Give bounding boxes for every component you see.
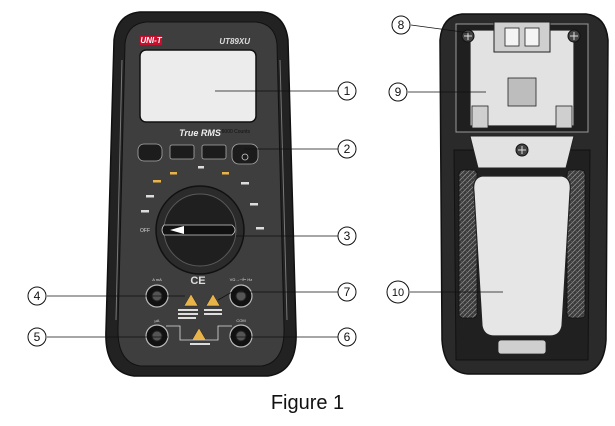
- callout-9: 9: [388, 82, 408, 102]
- jack-label-volt-ohm: VΩ→⊣⊢ Hz: [230, 277, 253, 282]
- rotary-pointer-icon: [170, 226, 184, 234]
- callout-7: 7: [337, 282, 357, 302]
- lcd-display: [139, 49, 257, 123]
- dial-legend: [141, 166, 264, 230]
- callout-number: 6: [344, 330, 351, 344]
- callout-1: 1: [337, 81, 357, 101]
- brand-logo-text: UNI-T: [140, 36, 162, 45]
- callout-5: 5: [27, 327, 47, 347]
- callout-8: 8: [391, 15, 411, 35]
- callout-number: 5: [34, 330, 41, 344]
- stand-foot-right: [555, 105, 573, 129]
- brand-logo: [140, 36, 162, 45]
- right-grip-line: [279, 59, 288, 321]
- battery-cover[interactable]: [473, 175, 571, 337]
- callout-10: 10: [386, 280, 410, 304]
- stand-center-plate: [507, 77, 537, 107]
- function-button-2[interactable]: [169, 144, 195, 160]
- rating-text-blocks: [178, 309, 222, 345]
- warning-triangle-icon-right: [205, 293, 221, 307]
- dial-off-label: OFF: [140, 228, 150, 234]
- function-button-left[interactable]: [137, 143, 163, 162]
- front-view: UNI-T UT89XU True RMS 6000 Counts OFF: [105, 11, 297, 377]
- stand-hinge-slot-right: [524, 27, 540, 47]
- jack-bracket-line: [166, 325, 232, 341]
- callout-3: 3: [337, 226, 357, 246]
- battery-cover-latch: [497, 339, 547, 355]
- jack-label-a-ma: A mA: [152, 277, 162, 282]
- stand-hinge: [493, 21, 551, 53]
- counts-label: 6000 Counts: [222, 129, 251, 135]
- stand-foot-left: [471, 105, 489, 129]
- callout-2: 2: [337, 139, 357, 159]
- callout-6: 6: [337, 327, 357, 347]
- jack-label-com: COM: [236, 318, 245, 323]
- function-button-3[interactable]: [201, 144, 227, 160]
- callout-4: 4: [27, 286, 47, 306]
- callout-number: 2: [344, 142, 351, 156]
- jack-volt-ohm-socket: [235, 290, 247, 302]
- leader-line-8: [410, 24, 471, 34]
- model-label: UT89XU: [219, 37, 250, 46]
- power-icon: [241, 153, 249, 161]
- callout-number: 1: [344, 84, 351, 98]
- callouts: [47, 24, 503, 338]
- back-view: [439, 13, 609, 375]
- warning-triangle-icon-left: [183, 293, 199, 307]
- callout-number: 8: [398, 18, 405, 32]
- jack-label-ua: μA: [155, 318, 160, 323]
- left-grip-line: [115, 59, 123, 321]
- callout-number: 4: [34, 289, 41, 303]
- jack-com-socket: [235, 330, 247, 342]
- leader-line-7: [217, 291, 338, 301]
- callout-number: 9: [395, 85, 402, 99]
- true-rms-label: True RMS: [179, 128, 221, 138]
- callout-number: 3: [344, 229, 351, 243]
- ce-mark: CE: [190, 275, 205, 287]
- stand-hinge-slot-left: [504, 27, 520, 47]
- jack-ua-socket: [151, 330, 163, 342]
- callout-number: 10: [392, 287, 404, 299]
- figure-caption: Figure 1: [270, 392, 345, 414]
- callout-number: 7: [344, 285, 351, 299]
